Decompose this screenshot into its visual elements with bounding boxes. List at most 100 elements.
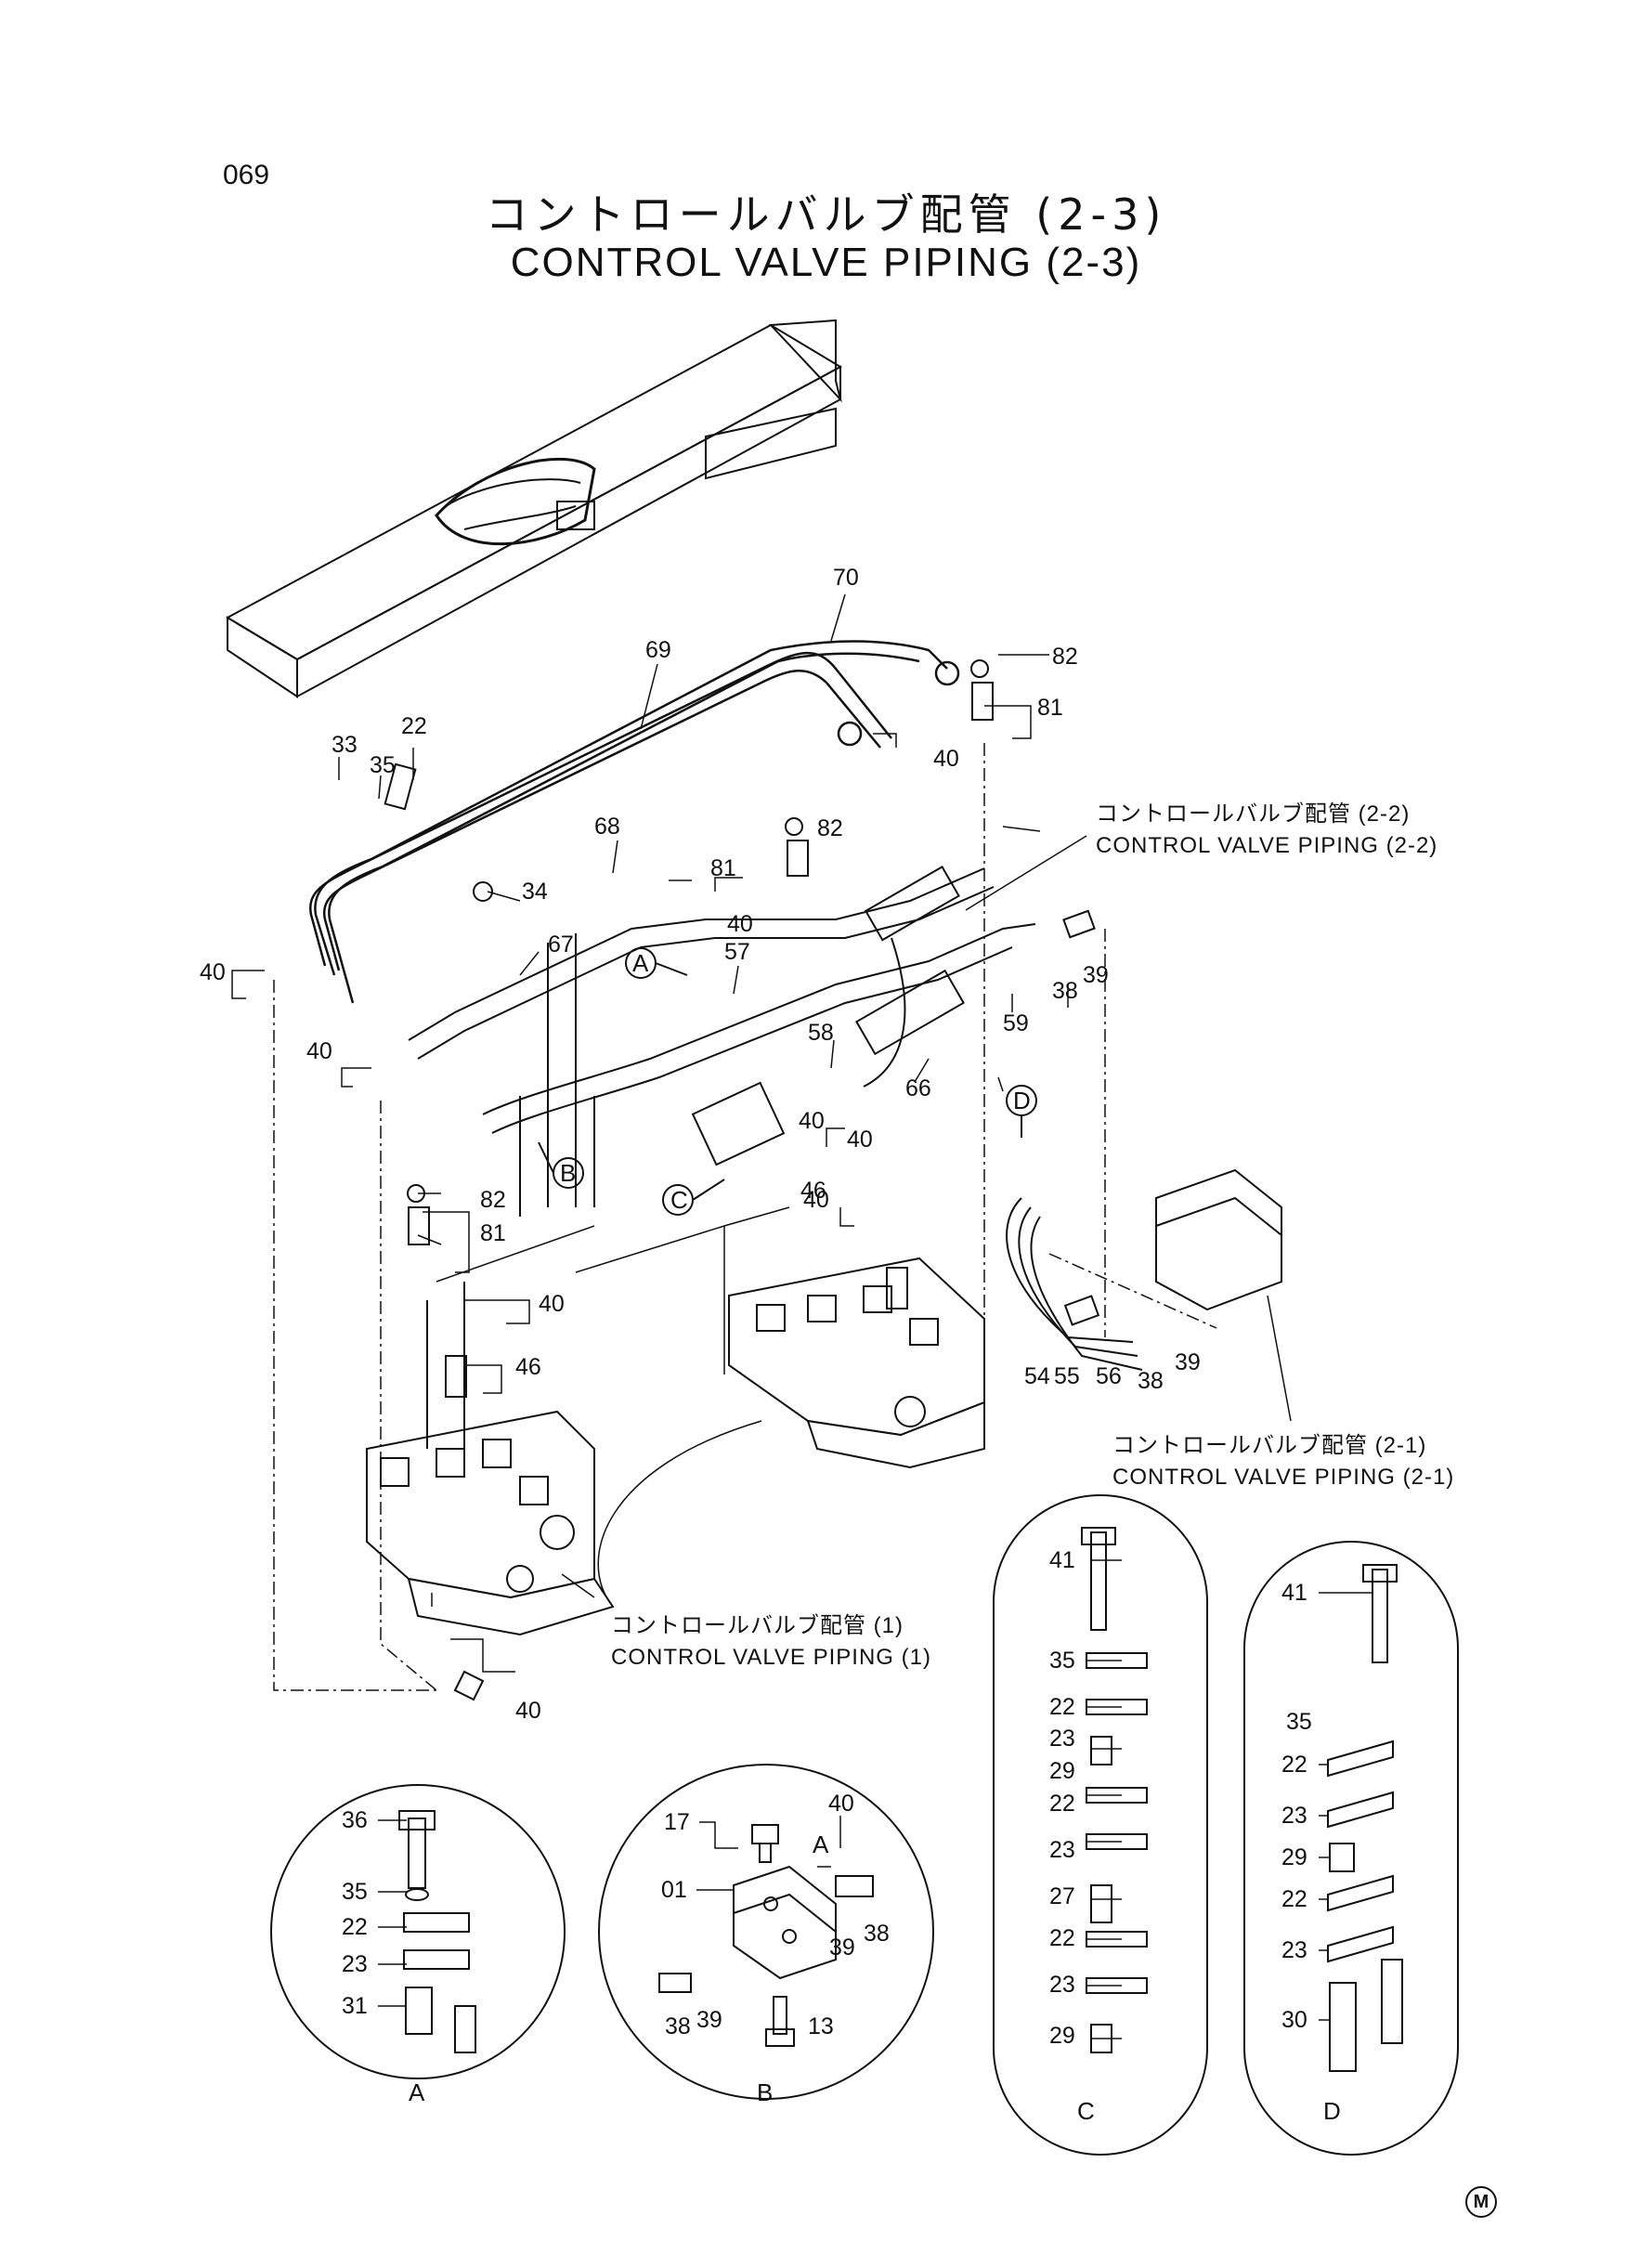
callout: 57 xyxy=(724,939,750,965)
marker-label: A xyxy=(632,949,649,977)
callout: 41 xyxy=(1281,1580,1307,1606)
callout: 35 xyxy=(1286,1709,1312,1735)
detail-labels: 36 35 22 23 31 A 17 40 01 39 38 38 39 13… xyxy=(342,1547,1341,2125)
callout: 22 xyxy=(1281,1886,1307,1912)
callout: 81 xyxy=(710,855,736,881)
callout: 23 xyxy=(342,1951,368,1977)
control-valve-right xyxy=(728,1257,985,1469)
callout: 46 xyxy=(800,1178,826,1204)
callout: 23 xyxy=(1049,1837,1075,1863)
callout: 81 xyxy=(1037,695,1063,721)
reference-piping-1: コントロールバルブ配管 (1) CONTROL VALVE PIPING (1) xyxy=(611,1610,931,1674)
marker-label: B xyxy=(560,1159,576,1187)
callout: 55 xyxy=(1054,1363,1080,1389)
callout: 30 xyxy=(1281,2007,1307,2033)
callout: 29 xyxy=(1049,1758,1075,1784)
callout: 35 xyxy=(1049,1648,1075,1674)
detail-title: B xyxy=(757,2078,773,2106)
bracket-callouts xyxy=(231,705,1032,1673)
callout: 41 xyxy=(1049,1547,1075,1573)
callout: 69 xyxy=(645,637,671,663)
reference-en: CONTROL VALVE PIPING (2-2) xyxy=(1096,833,1438,858)
callout: 70 xyxy=(833,565,859,591)
callout: 40 xyxy=(933,746,959,772)
callout: 35 xyxy=(370,752,396,778)
callout: 22 xyxy=(1281,1752,1307,1778)
callout: 23 xyxy=(1049,1726,1075,1752)
callout: 81 xyxy=(480,1220,506,1246)
callout: 35 xyxy=(342,1879,368,1905)
title-english: CONTROL VALVE PIPING (2-3) xyxy=(510,240,1142,285)
callout: 40 xyxy=(803,1187,829,1213)
valve-block-2-1 xyxy=(1006,1168,1282,1371)
callout: 38 xyxy=(1138,1368,1164,1394)
main-callout-labels: 70 69 82 81 40 33 35 22 68 34 82 81 40 6… xyxy=(200,565,1201,1724)
reference-piping-2-2: コントロールバルブ配管 (2-2) CONTROL VALVE PIPING (… xyxy=(1096,799,1437,862)
callout: 38 xyxy=(1052,978,1078,1004)
callout: 82 xyxy=(817,815,843,841)
view-markers xyxy=(538,947,1037,1216)
callout: 29 xyxy=(1281,1844,1307,1870)
callout: 22 xyxy=(1049,1791,1075,1817)
callout: 40 xyxy=(828,1791,854,1817)
callout: 82 xyxy=(480,1187,506,1213)
callout: 13 xyxy=(808,2013,834,2039)
detail-view-a xyxy=(270,1784,566,2079)
detail-title: C xyxy=(1077,2097,1095,2125)
callout: 54 xyxy=(1024,1363,1050,1389)
callout: 17 xyxy=(664,1809,690,1835)
callout: 40 xyxy=(306,1038,332,1064)
marker-label: D xyxy=(1013,1087,1031,1114)
callout: 40 xyxy=(847,1127,873,1153)
detail-view-b xyxy=(598,1764,934,2100)
callout: 40 xyxy=(799,1108,825,1134)
callout: 33 xyxy=(332,732,358,758)
callout: 34 xyxy=(522,879,548,905)
callout: 27 xyxy=(1049,1883,1075,1909)
callout: 40 xyxy=(515,1698,541,1724)
detail-leaders xyxy=(378,1559,1372,2039)
callout: 36 xyxy=(342,1807,368,1833)
callout: 38 xyxy=(665,2013,691,2039)
reference-en: CONTROL VALVE PIPING (2-1) xyxy=(1112,1465,1455,1490)
reference-jp: コントロールバルブ配管 (1) xyxy=(611,1613,904,1638)
page-number: 069 xyxy=(223,160,270,190)
callout: 22 xyxy=(342,1914,368,1940)
callout: 40 xyxy=(727,911,753,937)
callout: 39 xyxy=(829,1935,855,1961)
ref-letter: A xyxy=(813,1831,829,1858)
detail-view-d xyxy=(1243,1541,1459,2156)
callout: 66 xyxy=(905,1075,931,1101)
callout: 22 xyxy=(1049,1925,1075,1951)
callout: 31 xyxy=(342,1993,368,2019)
fittings xyxy=(384,659,1100,1701)
callout: 23 xyxy=(1281,1803,1307,1829)
callout: 56 xyxy=(1096,1363,1122,1389)
callout: 29 xyxy=(1049,2023,1075,2049)
callout: 68 xyxy=(594,814,620,840)
callout: 39 xyxy=(1083,962,1109,988)
marker-label: C xyxy=(670,1186,688,1214)
reference-en: CONTROL VALVE PIPING (1) xyxy=(611,1645,931,1670)
callout: 39 xyxy=(696,2007,722,2033)
piping-cluster xyxy=(408,866,1036,1217)
reference-piping-2-1: コントロールバルブ配管 (2-1) CONTROL VALVE PIPING (… xyxy=(1112,1430,1454,1493)
callout: 23 xyxy=(1049,1972,1075,1998)
control-valve-left xyxy=(366,1282,615,1636)
callout: 39 xyxy=(1175,1349,1201,1375)
callout: 22 xyxy=(401,713,427,739)
reference-lines xyxy=(273,743,1217,1691)
reference-jp: コントロールバルブ配管 (2-1) xyxy=(1112,1433,1427,1458)
detail-title: D xyxy=(1323,2097,1341,2125)
pipe-assembly-69-70 xyxy=(308,640,960,1004)
title-japanese: コントロールバルブ配管 (2-3) xyxy=(485,189,1167,240)
corner-mark: M xyxy=(1465,2186,1497,2218)
callout: 38 xyxy=(864,1921,890,1947)
callout: 67 xyxy=(548,932,574,958)
callout: 23 xyxy=(1281,1937,1307,1963)
callout: 01 xyxy=(661,1877,687,1903)
detail-title: A xyxy=(409,2078,425,2106)
callout: 40 xyxy=(539,1291,565,1317)
